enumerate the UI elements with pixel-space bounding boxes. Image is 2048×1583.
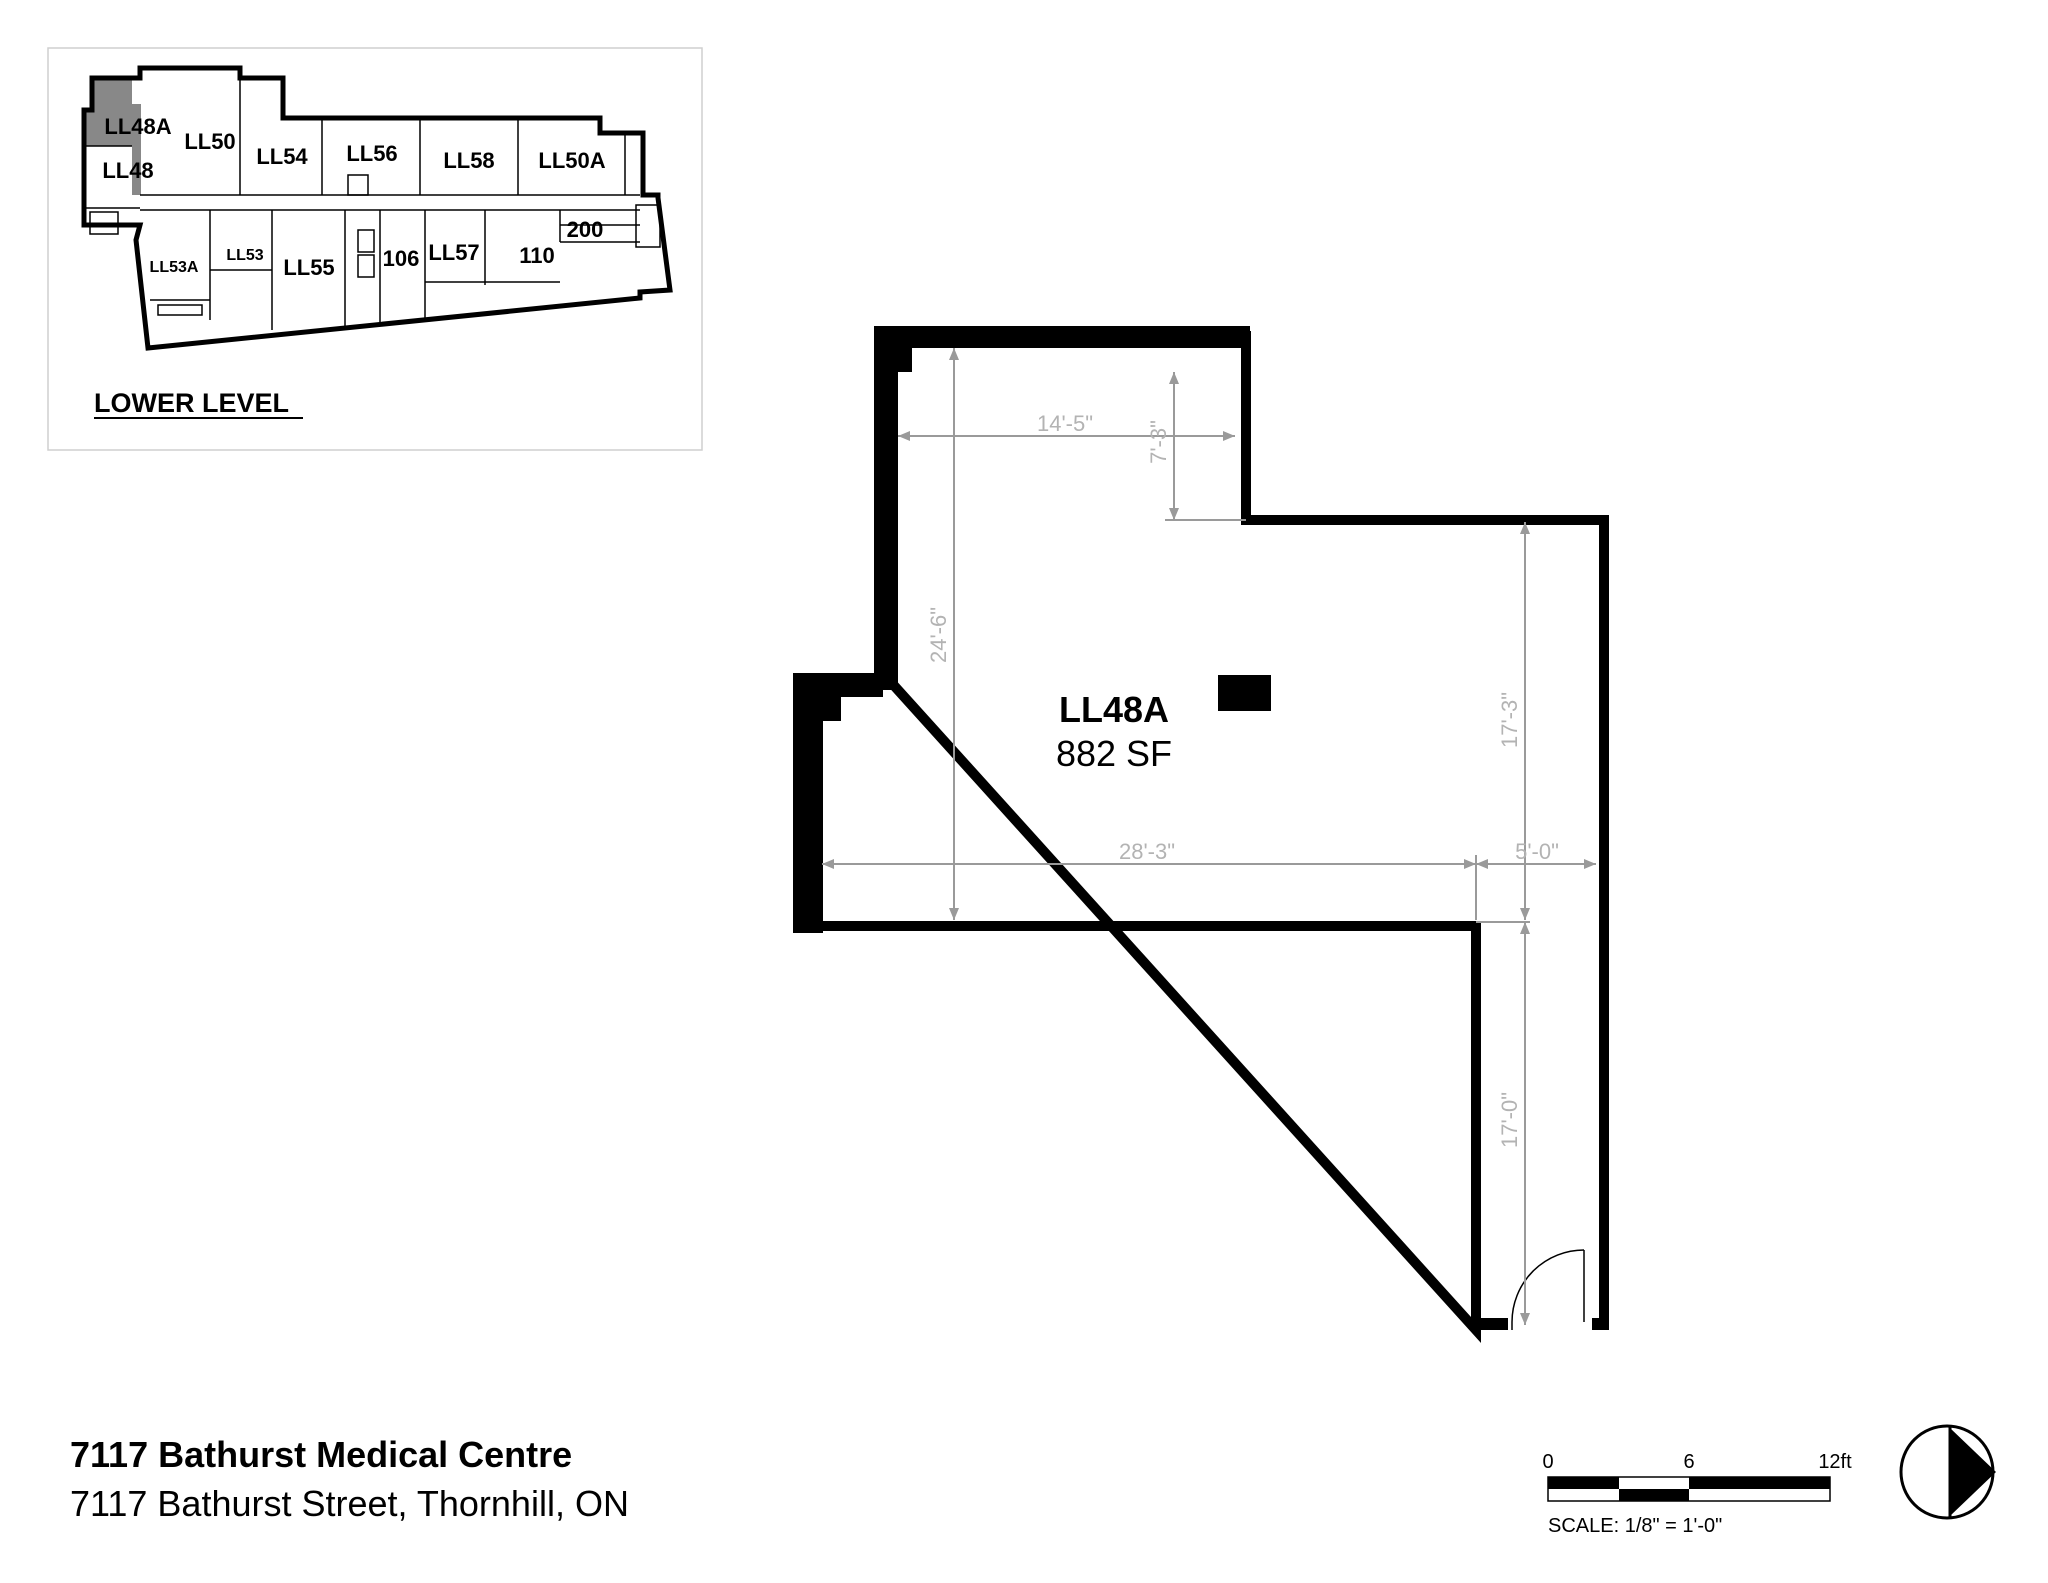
unit-left-lower-wall (793, 673, 823, 933)
dim-bottom-width: 28'-3" (1119, 839, 1175, 864)
keyplan-label-LL53A: LL53A (150, 259, 199, 276)
keyplan-label-LL48: LL48 (102, 158, 153, 183)
building-name: 7117 Bathurst Medical Centre (70, 1434, 572, 1475)
unit-area: 882 SF (1056, 733, 1172, 774)
building-address: 7117 Bathurst Street, Thornhill, ON (70, 1483, 629, 1524)
door-swing-icon (1511, 1249, 1585, 1330)
keyplan-label-LL54: LL54 (256, 144, 308, 169)
scale-tick-0: 0 (1542, 1451, 1553, 1473)
scale-segment-3 (1689, 1477, 1830, 1489)
keyplan-interior-walls (84, 78, 661, 330)
dim-top-notch: 7'-3" (1146, 420, 1171, 464)
dim-left-height: 24'-6" (926, 607, 951, 663)
keyplan-label-LL55: LL55 (283, 255, 334, 280)
unit-plan: 14'-5" 7'-3" 24'-6" 17'-3" 28'-3" 5'-0" … (793, 326, 1609, 1343)
keyplan-building-outline (81, 65, 673, 351)
unit-wall-notch-2 (823, 697, 841, 721)
scale-bar: 0 6 12ft SCALE: 1/8" = 1'-0" (1542, 1451, 1852, 1537)
keyplan-label-LL50: LL50 (184, 129, 235, 154)
keyplan-label-106: 106 (383, 246, 420, 271)
dim-corridor-width: 5'-0" (1515, 839, 1559, 864)
unit-name: LL48A (1059, 689, 1169, 730)
scale-segment-1 (1548, 1477, 1619, 1489)
keyplan-label-200: 200 (567, 217, 604, 242)
key-plan-frame (47, 47, 703, 451)
dim-top-width: 14'-5" (1037, 411, 1093, 436)
dim-corridor-length: 17'-0" (1497, 1092, 1522, 1148)
unit-walls (793, 331, 1609, 1343)
keyplan-label-LL50A: LL50A (538, 148, 605, 173)
keyplan-highlight-LL48A (84, 78, 141, 195)
scale-tick-6: 6 (1683, 1451, 1694, 1473)
key-plan: LL48A LL48 LL50 LL54 LL56 LL58 LL50A LL5… (47, 47, 703, 451)
keyplan-label-LL57: LL57 (428, 240, 479, 265)
north-arrow-icon (1899, 1424, 1996, 1520)
keyplan-label-LL53: LL53 (226, 247, 263, 264)
scale-tick-12: 12ft (1818, 1451, 1852, 1473)
unit-column (1218, 675, 1271, 711)
keyplan-label-LL48A: LL48A (104, 114, 171, 139)
unit-left-upper-wall (874, 326, 898, 690)
unit-door-jamb-right (1592, 1318, 1606, 1330)
dim-right-height: 17'-3" (1497, 692, 1522, 748)
keyplan-label-LL58: LL58 (443, 148, 494, 173)
unit-door-jamb-left (1476, 1318, 1508, 1330)
scale-text: SCALE: 1/8" = 1'-0" (1548, 1515, 1722, 1537)
unit-top-wall (874, 326, 1250, 348)
keyplan-label-110: 110 (519, 243, 555, 268)
keyplan-caption: LOWER LEVEL (94, 388, 289, 418)
keyplan-label-LL56: LL56 (346, 141, 397, 166)
unit-wall-notch (898, 348, 912, 372)
scale-segment-2 (1619, 1489, 1689, 1501)
dimension-labels: 14'-5" 7'-3" 24'-6" 17'-3" 28'-3" 5'-0" … (926, 411, 1559, 1148)
dimension-lines (822, 348, 1596, 1325)
